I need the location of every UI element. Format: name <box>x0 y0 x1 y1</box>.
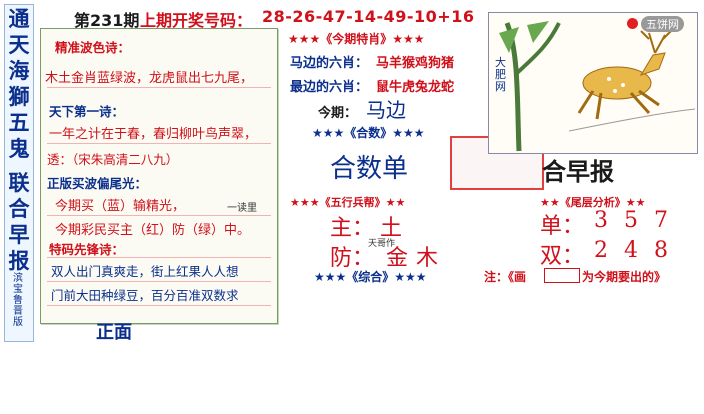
title-char: 联 <box>8 170 30 195</box>
divider <box>47 281 271 282</box>
mabian-value: 马羊猴鸡狗猪 <box>376 56 455 71</box>
note-box <box>544 268 580 283</box>
note-prefix: 注：《画 <box>484 270 527 284</box>
title-char: 合 <box>8 196 30 221</box>
last-draw-numbers: 28-26-47-14-49-10+16 <box>262 7 475 26</box>
zuibian-value: 鼠牛虎兔龙蛇 <box>376 80 455 95</box>
zhengban-poem-line: 今期彩民买主（红）防（绿）中。 <box>55 223 251 238</box>
zuibian-label: 最边的六肖： <box>290 80 369 95</box>
main-element-value: 土 <box>380 216 403 241</box>
fallback-element-label: 防： <box>330 246 375 271</box>
poem-panel: 精准波色诗： 木土金肖蓝绿波，龙虎鼠出七九尾， 天下第一诗： 一年之计在于春，春… <box>40 28 278 324</box>
divider <box>47 257 271 258</box>
brand-title: 合早报 <box>542 157 614 186</box>
title-char: 天 <box>8 32 30 57</box>
issue-number: 第231期 <box>74 11 140 30</box>
small-mark: 天哥作 <box>368 239 396 249</box>
special-poem-line: 门前大田种绿豆，百分百准双数求 <box>51 288 239 303</box>
special-poem-line: 双人出门真爽走，街上红果人人想 <box>51 264 239 279</box>
title-char: 海 <box>8 58 30 83</box>
bottom-cut-text: 正面 <box>96 322 132 343</box>
small-mark: 一读里 <box>227 203 257 214</box>
odd-label: 单： <box>540 214 585 239</box>
title-char: 獅 <box>8 84 30 109</box>
divider <box>47 143 271 144</box>
vertical-title-strip: 通 天 海 獅 五 鬼 联 合 早 报 滨宝鲁晋版 <box>4 4 34 342</box>
divider <box>47 87 271 88</box>
tail-analysis-heading: ★★《尾层分析》★★ <box>540 196 646 209</box>
even-tails: 248 <box>594 238 684 263</box>
picture-label: 大肥网 <box>495 56 506 93</box>
wave-poem-line: 木土金肖蓝绿波，龙虎鼠出七九尾， <box>45 71 254 86</box>
odd-tails: 357 <box>594 208 684 233</box>
note-suffix: 为今期要出的》 <box>582 270 667 284</box>
title-char: 五 <box>8 110 30 135</box>
heshu-value: 合数单 <box>330 154 409 184</box>
zhengban-poem-line: 今期买（蓝）输精光， <box>55 199 186 214</box>
fallback-element-value: 金木 <box>386 246 447 271</box>
tianxia-poem-line: 透：（宋朱高清二八九） <box>47 152 179 167</box>
edition-label: 滨宝鲁晋版 <box>13 273 23 328</box>
heshu-heading: ★★★《合数》★★★ <box>312 126 425 140</box>
deer-illustration: 大肥网 五饼网 <box>488 12 698 154</box>
title-char: 通 <box>8 6 30 31</box>
divider <box>47 215 271 216</box>
tianxia-poem-line: 一年之计在于春，春归柳叶鸟声翠， <box>49 127 258 142</box>
red-dot-icon <box>627 18 638 29</box>
last-draw-label: 上期开奖号码： <box>140 11 253 30</box>
logo-text: 五饼网 <box>641 16 684 32</box>
even-label: 双： <box>540 244 585 269</box>
this-issue-value: 马边 <box>366 98 406 122</box>
special-zodiac-heading: ★★★《今期特肖》★★★ <box>288 32 425 46</box>
this-issue-label: 今期： <box>318 106 358 121</box>
title-char: 报 <box>8 248 30 273</box>
wave-poem-title: 精准波色诗： <box>55 40 131 55</box>
zonghe-heading: ★★★《综合》★★★ <box>314 270 427 284</box>
main-element-label: 主： <box>330 216 375 241</box>
wuxing-heading: ★★★《五行兵帮》★★ <box>290 196 406 209</box>
tianxia-poem-title: 天下第一诗： <box>49 104 125 119</box>
special-poem-title: 特码先锋诗： <box>49 242 125 257</box>
deer-icon <box>499 21 696 152</box>
divider <box>47 305 271 306</box>
title-char: 早 <box>8 222 30 247</box>
zhengban-poem-title: 正版买波偏尾光： <box>47 176 148 191</box>
mabian-label: 马边的六肖： <box>290 56 369 71</box>
title-char: 鬼 <box>8 136 30 161</box>
logo: 五饼网 <box>625 15 693 33</box>
